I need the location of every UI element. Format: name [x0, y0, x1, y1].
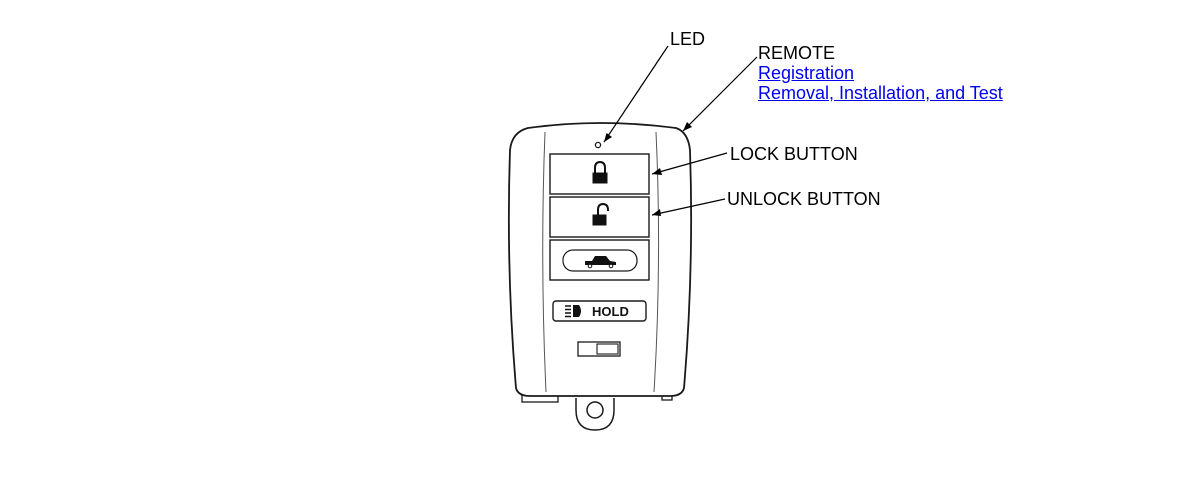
- removal-installation-test-link[interactable]: Removal, Installation, and Test: [758, 83, 1003, 103]
- remote-leader-line: [682, 56, 758, 132]
- unlock-button[interactable]: [549, 196, 650, 238]
- light-icon: [565, 305, 581, 318]
- trunk-button[interactable]: [549, 239, 650, 281]
- lock-leader-line: [651, 152, 728, 175]
- inner-contour-left: [542, 131, 547, 393]
- lock-button-label: LOCK BUTTON: [730, 144, 858, 164]
- hold-label: HOLD: [592, 304, 629, 319]
- lock-button[interactable]: [549, 153, 650, 195]
- key-ring: [575, 398, 615, 431]
- car-trunk-icon: [585, 256, 616, 269]
- unlock-button-label: UNLOCK BUTTON: [727, 189, 881, 209]
- lock-open-icon: [592, 202, 609, 226]
- led-indicator: [594, 141, 602, 149]
- release-switch[interactable]: [577, 341, 621, 357]
- registration-link[interactable]: Registration: [758, 63, 855, 83]
- led-label: LED: [670, 29, 706, 49]
- inner-contour-right: [653, 131, 660, 393]
- unlock-leader-line: [651, 198, 726, 216]
- led-leader-line: [603, 45, 669, 143]
- hold-button[interactable]: HOLD: [552, 300, 647, 322]
- lock-closed-icon: [592, 160, 608, 184]
- remote-label: REMOTE: [758, 43, 836, 63]
